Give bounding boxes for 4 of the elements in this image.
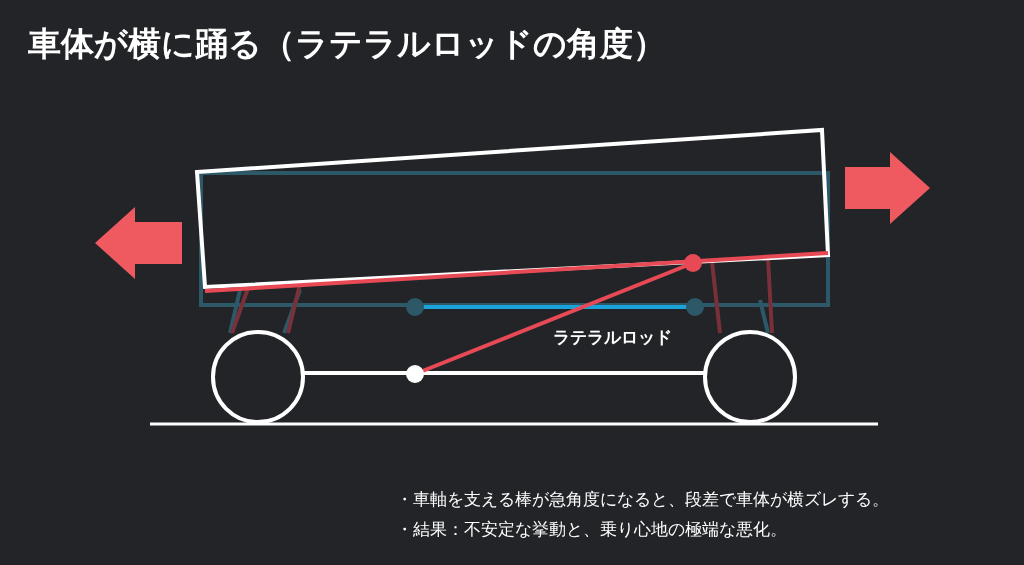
part-label: ラテラルロッド: [553, 326, 672, 349]
bullet-text: ・車軸を支える棒が急角度になると、段差で車体が横ズレする。: [396, 488, 889, 511]
title: 車体が横に踊る（ラテラルロッドの角度）: [28, 23, 666, 65]
bullet-text: ・結果：不安定な挙動と、乗り心地の極端な悪化。: [396, 518, 787, 541]
